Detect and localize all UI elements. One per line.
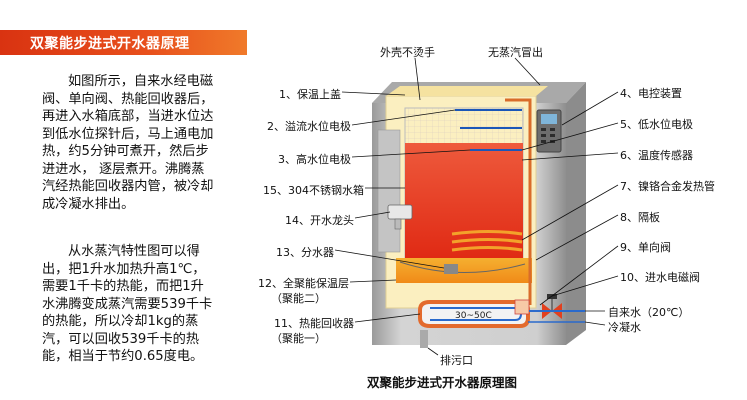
label-control-unit: 4、电控装置: [620, 87, 682, 100]
para2-line: 从水蒸汽特性图可以得: [68, 244, 200, 259]
leader-lines: [334, 57, 619, 356]
label-heat-recovery: 11、热能回收器: [274, 317, 354, 330]
diagram-caption: 双聚能步进式开水器原理图: [367, 375, 518, 390]
label-drain: 排污口: [440, 354, 473, 367]
label-temp-sensor: 6、温度传感器: [620, 149, 693, 162]
para1-line: 阀、单向阀、热能回收器后，: [42, 91, 214, 107]
para2-line: 需要1千卡的热能，而把1升: [42, 279, 204, 294]
drain-pipe: [420, 330, 428, 348]
label-insulation-layer: 12、全聚能保温层: [258, 277, 349, 290]
label-inlet-solenoid: 10、进水电磁阀: [620, 271, 700, 284]
para2-line: 能，相当于节约0.65度电。: [42, 349, 204, 364]
label-cool-shell: 外壳不烫手: [380, 46, 435, 59]
paragraph-2: 从水蒸汽特性图可以得 出，把1升水加热升高1℃， 需要1千卡的热能，而把1升 水…: [42, 243, 247, 366]
tap-housing: [377, 129, 401, 253]
heating-coil-icon: [451, 230, 523, 252]
para1-line: 再进入水箱底部，当进水位达: [42, 109, 214, 124]
para2-line: 水沸腾变成蒸汽需要539千卡: [42, 296, 213, 312]
title: 双聚能步进式开水器原理: [30, 36, 190, 52]
para1-line: 如图所示，自来水经电磁: [68, 74, 214, 89]
para2-line: 的热能，所以冷却1kg的蒸: [42, 314, 199, 329]
warm-water-layer: [396, 258, 532, 283]
label-no-steam: 无蒸汽冒出: [488, 46, 543, 59]
label-tap-water: 自来水（20℃）: [608, 306, 690, 319]
electrodes: [455, 109, 522, 151]
para1-line: 热，约5分钟可煮开，然后步: [42, 144, 209, 159]
label-overflow-electrode: 2、溢流水位电极: [267, 120, 351, 133]
water-distributor: [399, 261, 526, 273]
para2-line: 汽，可以回收539千卡的热: [42, 331, 200, 347]
label-heat-recovery-sub: （聚能一）: [271, 332, 326, 345]
label-steel-tank: 15、304不锈钢水箱: [263, 184, 364, 197]
label-low-level-electrode: 5、低水位电极: [620, 118, 693, 131]
para1-line: 进进水， 逐层煮开。沸腾蒸: [42, 161, 205, 177]
title-banner: 双聚能步进式开水器原理: [0, 30, 247, 55]
para2-line: 出，把1升水加热升高1℃，: [42, 261, 206, 277]
steam-pipe: [505, 98, 532, 305]
para1-line: 成冷凝水排出。: [42, 196, 135, 212]
label-condensate: 冷凝水: [608, 321, 641, 334]
distributor-head: [444, 264, 458, 274]
paragraph-1: 如图所示，自来水经电磁 阀、单向阀、热能回收器后， 再进入水箱底部，当进水位达 …: [42, 73, 247, 213]
label-insulation-layer-sub: （聚能二）: [271, 292, 326, 305]
label-insulated-lid: 1、保温上盖: [279, 88, 341, 101]
pipe-temp-label: 30~50C: [455, 311, 492, 321]
label-check-valve: 9、单向阀: [620, 241, 671, 254]
insulation-top: [386, 86, 548, 96]
label-heating-tube: 7、镍铬合金发热管: [620, 180, 715, 193]
para1-line: 汽经热能回收器内管，被冷却: [42, 179, 214, 194]
label-water-tap: 14、开水龙头: [285, 214, 354, 227]
label-high-level-electrode: 3、高水位电极: [278, 153, 351, 166]
label-distributor: 13、分水器: [276, 246, 334, 259]
display-screen: [541, 114, 557, 124]
tap-icon: [387, 204, 413, 220]
label-partition: 8、隔板: [620, 211, 660, 224]
para1-line: 到低水位探针后，马上通电加: [42, 126, 214, 142]
